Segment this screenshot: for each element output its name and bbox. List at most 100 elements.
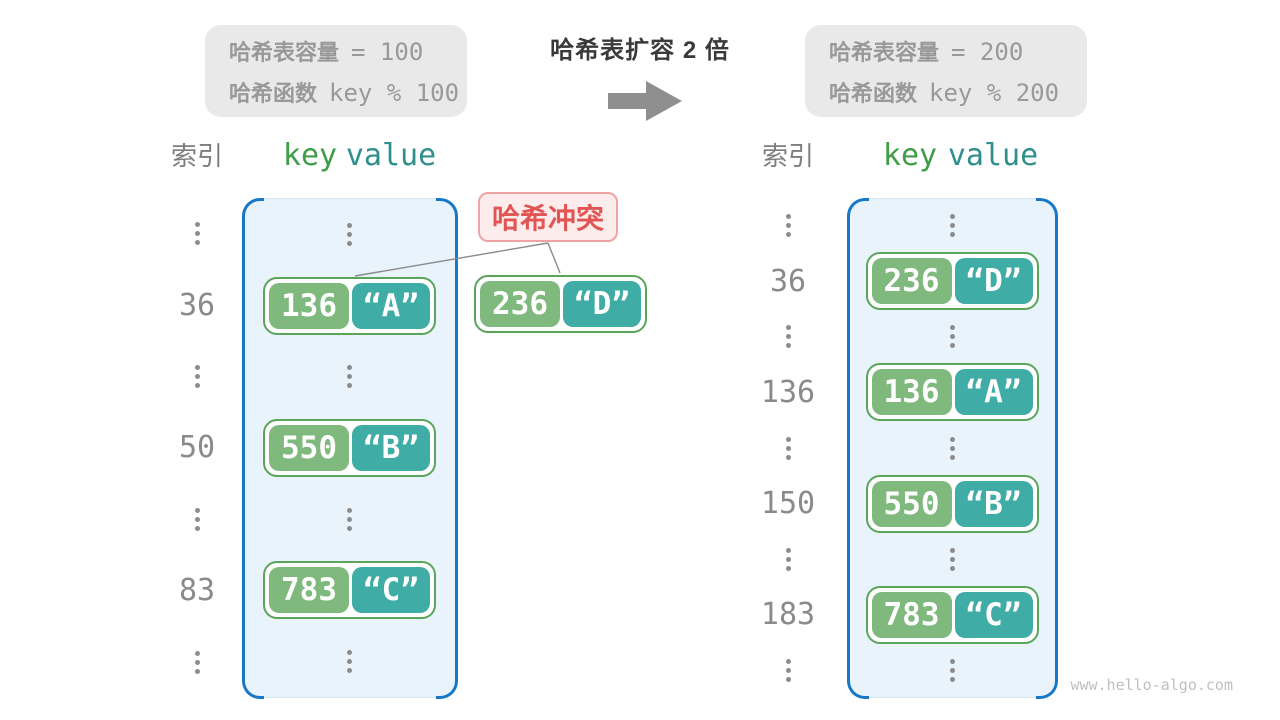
index-label: 183 <box>760 597 816 633</box>
bucket-row <box>848 644 1056 697</box>
index-row <box>157 198 237 269</box>
bucket-row: 136 “A” <box>243 270 456 341</box>
key-box: 136 <box>269 282 349 329</box>
vertical-ellipsis-icon <box>347 649 352 673</box>
capacity-box-after: 哈希表容量 = 200 哈希函数 key % 200 <box>805 25 1087 117</box>
bucket-row <box>243 484 456 555</box>
hash-function-value: key % 100 <box>329 78 460 107</box>
index-row <box>157 627 237 698</box>
index-row <box>157 341 237 412</box>
transition-title: 哈希表扩容 2 倍 <box>550 37 730 64</box>
index-row: 36 <box>157 269 237 340</box>
value-text: “A” <box>363 287 419 324</box>
key-box: 550 <box>269 424 349 471</box>
key-box: 236 <box>480 281 560 327</box>
bucket-row: 136 “A” <box>848 363 1056 422</box>
value-text: “B” <box>965 485 1022 522</box>
bucket-row <box>243 626 456 697</box>
value-text: “B” <box>363 429 419 466</box>
right-key-header: key <box>882 138 938 173</box>
vertical-ellipsis-icon <box>949 214 955 238</box>
kv-pair-colliding: 236 “D” <box>474 275 647 333</box>
key-text: 236 <box>492 286 548 322</box>
index-row: 50 <box>157 412 237 483</box>
value-box: “A” <box>352 282 430 329</box>
index-row: 150 <box>748 476 828 532</box>
right-bracket-icon <box>1035 197 1058 699</box>
kv-pair: 550 “B” <box>263 418 436 477</box>
index-label: 36 <box>178 287 216 323</box>
index-label: 150 <box>760 486 816 522</box>
kv-pair: 550 “B” <box>865 474 1039 533</box>
index-row <box>748 420 828 476</box>
hash-table-after: 236 “D” 136 “A” 550 “B” <box>846 197 1058 699</box>
index-row: 136 <box>748 365 828 421</box>
capacity-box-before: 哈希表容量 = 100 哈希函数 key % 100 <box>205 25 467 117</box>
index-label: 50 <box>178 430 216 466</box>
bucket-row <box>848 199 1056 252</box>
left-bracket-icon <box>846 197 869 699</box>
right-value-header: value <box>947 138 1039 173</box>
left-value-header: value <box>345 138 437 173</box>
left-key-header: key <box>282 138 338 173</box>
key-text: 783 <box>883 596 940 633</box>
vertical-ellipsis-icon <box>347 507 352 531</box>
bucket-row: 236 “D” <box>848 252 1056 311</box>
hash-function-value: key % 200 <box>929 78 1060 107</box>
left-index-column: 36 50 83 <box>157 198 237 698</box>
index-row: 83 <box>157 555 237 626</box>
key-text: 550 <box>883 485 940 522</box>
key-text: 783 <box>281 572 337 609</box>
vertical-ellipsis-icon <box>949 658 955 682</box>
key-text: 136 <box>281 287 337 324</box>
vertical-ellipsis-icon <box>194 507 200 531</box>
vertical-ellipsis-icon <box>785 436 791 460</box>
kv-pair: 236 “D” <box>865 252 1039 311</box>
hash-function-line: 哈希函数 key % 100 <box>229 76 467 108</box>
vertical-ellipsis-icon <box>785 658 791 682</box>
value-text: “A” <box>965 374 1022 411</box>
left-bracket-icon <box>241 197 264 699</box>
value-box: “D” <box>954 258 1033 305</box>
kv-pair: 783 “C” <box>263 561 436 620</box>
bucket-row <box>243 199 456 270</box>
index-row <box>748 309 828 365</box>
value-text: “C” <box>965 596 1022 633</box>
kv-pair: 136 “A” <box>865 363 1039 422</box>
right-bracket-icon <box>435 197 458 699</box>
bucket-row <box>848 421 1056 474</box>
key-text: 136 <box>883 374 940 411</box>
index-label: 36 <box>769 263 807 299</box>
index-label: 83 <box>178 573 216 609</box>
value-text: “D” <box>965 263 1022 300</box>
vertical-ellipsis-icon <box>194 650 200 674</box>
bucket-row: 783 “C” <box>848 585 1056 644</box>
bucket-row <box>848 310 1056 363</box>
value-text: “C” <box>363 572 419 609</box>
value-box: “A” <box>954 369 1033 416</box>
kv-pair: 783 “C” <box>865 585 1039 644</box>
key-text: 236 <box>883 263 940 300</box>
bucket-row: 550 “B” <box>848 474 1056 533</box>
hash-table-before: 136 “A” 550 “B” 783 “C” <box>241 197 458 699</box>
bucket-row: 550 “B” <box>243 412 456 483</box>
capacity-label: 哈希表容量 <box>229 39 340 65</box>
vertical-ellipsis-icon <box>347 223 352 247</box>
key-box: 550 <box>871 480 952 527</box>
vertical-ellipsis-icon <box>194 365 200 389</box>
vertical-ellipsis-icon <box>785 325 791 349</box>
value-box: “C” <box>352 567 430 614</box>
bucket-row: 783 “C” <box>243 555 456 626</box>
vertical-ellipsis-icon <box>949 436 955 460</box>
expand-arrow-icon <box>608 81 682 121</box>
index-row <box>748 198 828 254</box>
hash-collision-label: 哈希冲突 <box>491 203 604 234</box>
value-box: “B” <box>352 424 430 471</box>
hash-collision-callout: 哈希冲突 <box>478 192 618 242</box>
vertical-ellipsis-icon <box>785 214 791 238</box>
key-box: 236 <box>871 258 952 305</box>
vertical-ellipsis-icon <box>949 547 955 571</box>
capacity-value: = 100 <box>351 37 424 66</box>
bucket-row <box>848 533 1056 586</box>
